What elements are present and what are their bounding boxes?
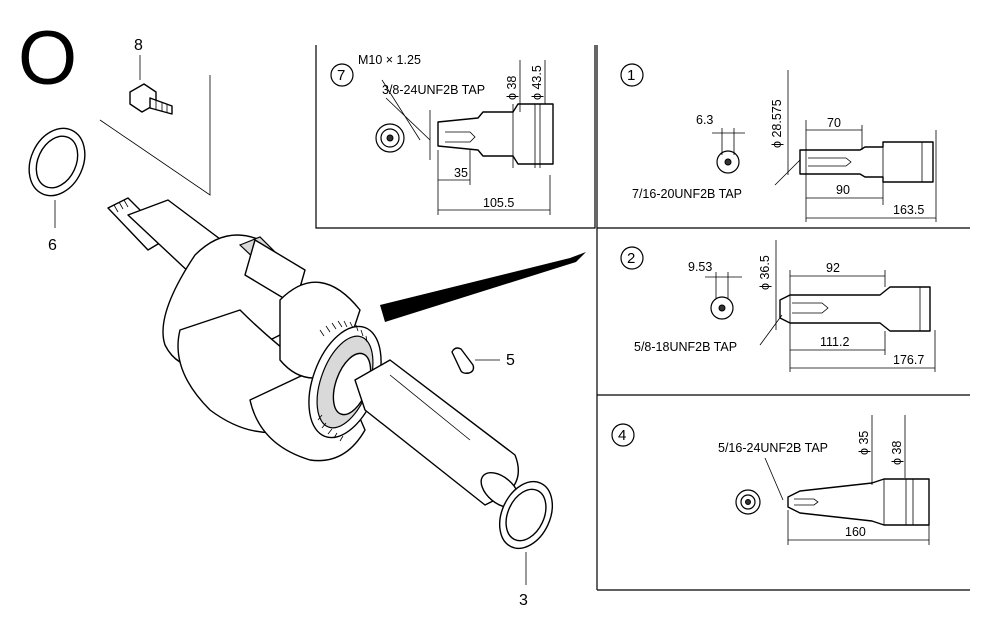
callout-8: 8 <box>134 37 143 54</box>
detail-1-keyway: 6.3 <box>696 113 713 127</box>
detail-2-len-a: 92 <box>826 261 840 275</box>
detail-1-dia: ϕ 28.575 <box>770 99 784 148</box>
bolt-part <box>99 75 211 196</box>
detail-1-len-a: 70 <box>827 116 841 130</box>
washer-bottom <box>498 480 554 550</box>
detail-7-len-total: 105.5 <box>483 196 514 210</box>
detail-7: 7 M10 × 1.25 3/8-24UNF2B TAP 35 105.5 ϕ … <box>330 53 554 215</box>
detail-2-len-b: 111.2 <box>820 335 849 349</box>
detail-1-len-b: 90 <box>836 183 850 197</box>
callout-6: 6 <box>48 237 57 254</box>
detail-1: 1 6.3 70 90 163.5 ϕ 28.575 7/16-20UNF2B … <box>620 63 937 222</box>
detail-7-len-short: 35 <box>454 166 468 180</box>
detail-4: 4 5/16-24UNF2B TAP 160 ϕ 35 ϕ 38 <box>611 415 930 545</box>
washer-top <box>28 127 86 197</box>
key-part <box>451 347 475 374</box>
detail-1-len-total: 163.5 <box>893 203 924 217</box>
detail-7-number: 7 <box>337 67 345 84</box>
callout-5: 5 <box>506 352 515 369</box>
detail-4-len-total: 160 <box>845 525 866 539</box>
crankshaft <box>107 197 520 508</box>
detail-4-dia-large: ϕ 38 <box>890 441 904 465</box>
detail-4-dia-small: ϕ 35 <box>857 431 871 455</box>
section-letter: O <box>18 16 77 101</box>
detail-7-dia-small: ϕ 38 <box>505 76 519 100</box>
callout-3: 3 <box>519 592 528 609</box>
direction-arrow <box>380 252 586 322</box>
detail-2-len-total: 176.7 <box>893 353 924 367</box>
detail-2-number: 2 <box>627 250 635 267</box>
detail-2: 2 9.53 92 111.2 176.7 ϕ 36.5 5/8-18UNF2B… <box>620 240 936 372</box>
detail-7-thread: M10 × 1.25 <box>358 53 421 67</box>
detail-panel-borders <box>315 45 970 591</box>
detail-2-keyway: 9.53 <box>688 260 712 274</box>
detail-7-tap: 3/8-24UNF2B TAP <box>382 83 485 97</box>
detail-4-number: 4 <box>618 427 626 444</box>
detail-1-number: 1 <box>627 67 635 84</box>
detail-1-tap: 7/16-20UNF2B TAP <box>632 187 742 201</box>
detail-4-tap: 5/16-24UNF2B TAP <box>718 441 828 455</box>
detail-2-tap: 5/8-18UNF2B TAP <box>634 340 737 354</box>
detail-7-dia-large: ϕ 43.5 <box>530 65 544 100</box>
detail-2-dia: ϕ 36.5 <box>758 255 772 290</box>
